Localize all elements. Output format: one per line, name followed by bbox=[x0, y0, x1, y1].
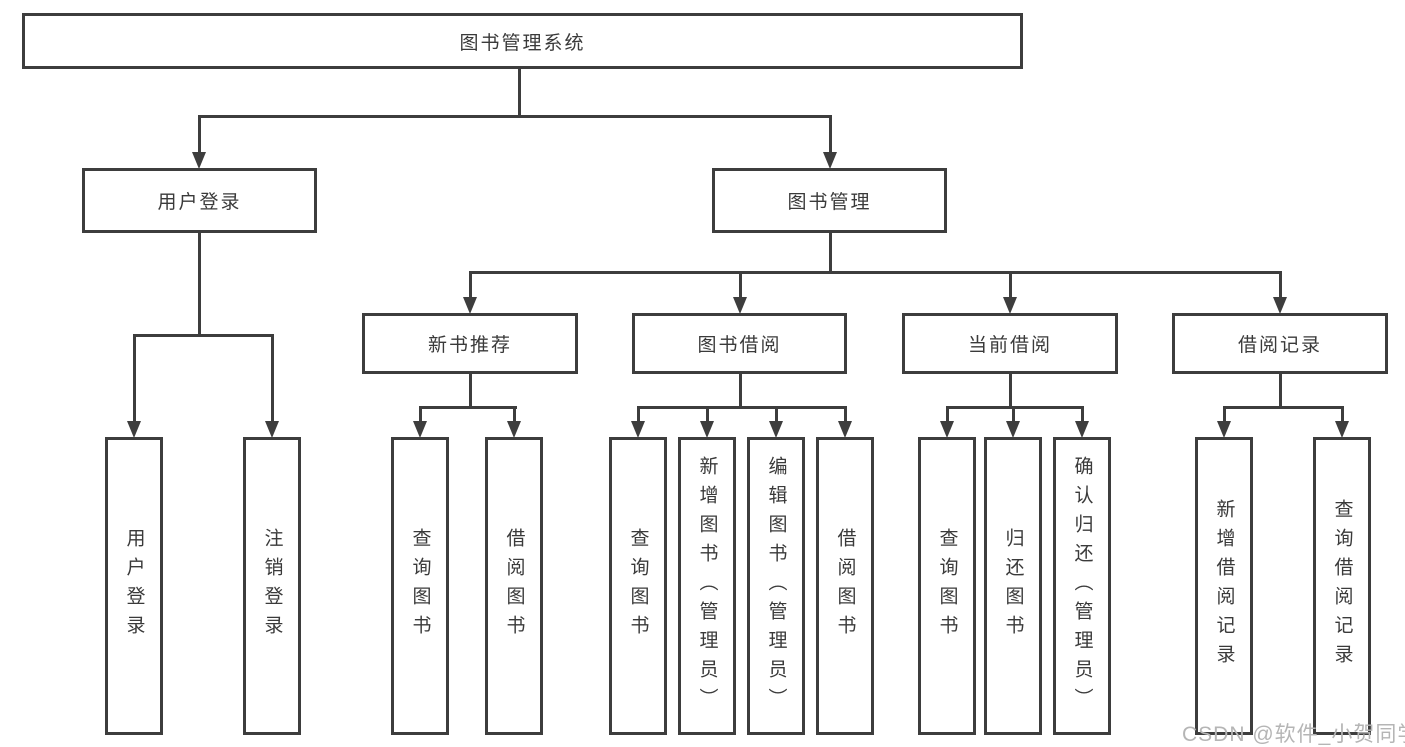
leaf-borrow-book-label: 借阅图书 bbox=[834, 528, 856, 644]
connector-line bbox=[1279, 271, 1282, 301]
connector-line bbox=[1012, 406, 1015, 424]
node-user-login: 用户登录 bbox=[82, 168, 317, 233]
leaf-query-book-label: 查询图书 bbox=[409, 528, 431, 644]
leaf-query-book-label: 查询图书 bbox=[627, 528, 649, 644]
connector-line bbox=[946, 406, 1084, 409]
leaf-borrow-book-label: 借阅图书 bbox=[503, 528, 525, 644]
arrow-down bbox=[127, 421, 141, 438]
csdn-watermark: CSDN @软件_小贺同学 bbox=[1182, 723, 1405, 746]
node-book-borrow: 图书借阅 bbox=[632, 313, 847, 374]
leaf-edit-book-admin-label: 编辑图书（管理员） bbox=[765, 455, 787, 717]
leaf-query-borrow-record-label: 查询借阅记录 bbox=[1331, 499, 1353, 673]
leaf-user-login: 用户登录 bbox=[105, 437, 163, 735]
leaf-add-borrow-record: 新增借阅记录 bbox=[1195, 437, 1253, 735]
arrow-down bbox=[769, 421, 783, 438]
node-borrow-records-label: 借阅记录 bbox=[1237, 335, 1322, 356]
arrow-down bbox=[823, 152, 837, 169]
arrow-down bbox=[463, 297, 477, 314]
connector-line bbox=[198, 115, 832, 118]
leaf-edit-book-admin: 编辑图书（管理员） bbox=[747, 437, 805, 735]
connector-line bbox=[1223, 406, 1344, 409]
node-current-borrow-label: 当前借阅 bbox=[967, 335, 1052, 356]
arrow-down bbox=[507, 421, 521, 438]
node-new-book-rec-label: 新书推荐 bbox=[427, 335, 512, 356]
leaf-add-book-admin-label: 新增图书（管理员） bbox=[696, 455, 718, 717]
leaf-logout-label: 注销登录 bbox=[261, 528, 283, 644]
node-user-login-label: 用户登录 bbox=[157, 192, 242, 213]
arrow-down bbox=[1075, 421, 1089, 438]
connector-line bbox=[844, 406, 847, 424]
leaf-query-book-label: 查询图书 bbox=[936, 528, 958, 644]
node-book-borrow-label: 图书借阅 bbox=[697, 335, 782, 356]
connector-line bbox=[469, 372, 472, 408]
connector-line bbox=[1223, 406, 1226, 424]
arrow-down bbox=[1335, 421, 1349, 438]
arrow-down bbox=[838, 421, 852, 438]
node-new-book-rec: 新书推荐 bbox=[362, 313, 578, 374]
node-book-mgmt: 图书管理 bbox=[712, 168, 947, 233]
leaf-return-book-label: 归还图书 bbox=[1002, 528, 1024, 644]
node-root-label: 图书管理系统 bbox=[459, 32, 586, 54]
connector-line bbox=[1009, 372, 1012, 408]
node-book-mgmt-label: 图书管理 bbox=[787, 192, 872, 213]
connector-line bbox=[518, 67, 521, 118]
leaf-user-login-label: 用户登录 bbox=[123, 528, 145, 644]
connector-line bbox=[1009, 271, 1012, 301]
connector-line bbox=[469, 271, 1282, 274]
leaf-add-book-admin: 新增图书（管理员） bbox=[678, 437, 736, 735]
leaf-logout: 注销登录 bbox=[243, 437, 301, 735]
connector-line bbox=[775, 406, 778, 424]
arrow-down bbox=[265, 421, 279, 438]
leaf-query-book: 查询图书 bbox=[609, 437, 667, 735]
leaf-query-borrow-record: 查询借阅记录 bbox=[1313, 437, 1371, 735]
leaf-add-borrow-record-label: 新增借阅记录 bbox=[1213, 499, 1235, 673]
connector-line bbox=[637, 406, 640, 424]
leaf-confirm-return-admin-label: 确认归还（管理员） bbox=[1071, 455, 1093, 717]
connector-line bbox=[271, 334, 274, 424]
connector-line bbox=[133, 334, 136, 424]
leaf-borrow-book: 借阅图书 bbox=[816, 437, 874, 735]
connector-line bbox=[946, 406, 949, 424]
node-root: 图书管理系统 bbox=[22, 13, 1023, 69]
connector-line bbox=[829, 231, 832, 274]
connector-line bbox=[706, 406, 709, 424]
connector-line bbox=[198, 231, 201, 336]
arrow-down bbox=[733, 297, 747, 314]
leaf-borrow-book: 借阅图书 bbox=[485, 437, 543, 735]
connector-line bbox=[469, 271, 472, 301]
connector-line bbox=[637, 406, 847, 409]
arrow-down bbox=[1273, 297, 1287, 314]
arrow-down bbox=[1006, 421, 1020, 438]
leaf-return-book: 归还图书 bbox=[984, 437, 1042, 735]
arrow-down bbox=[1217, 421, 1231, 438]
arrow-down bbox=[413, 421, 427, 438]
connector-line bbox=[1341, 406, 1344, 424]
node-borrow-records: 借阅记录 bbox=[1172, 313, 1388, 374]
connector-line bbox=[1081, 406, 1084, 424]
arrow-down bbox=[940, 421, 954, 438]
leaf-query-book: 查询图书 bbox=[391, 437, 449, 735]
arrow-down bbox=[192, 152, 206, 169]
connector-line bbox=[1279, 372, 1282, 408]
leaf-confirm-return-admin: 确认归还（管理员） bbox=[1053, 437, 1111, 735]
arrow-down bbox=[631, 421, 645, 438]
connector-line bbox=[419, 406, 517, 409]
connector-line bbox=[739, 271, 742, 301]
connector-line bbox=[513, 406, 516, 424]
arrow-down bbox=[700, 421, 714, 438]
connector-line bbox=[829, 115, 832, 154]
node-current-borrow: 当前借阅 bbox=[902, 313, 1118, 374]
connector-line bbox=[419, 406, 422, 424]
connector-line bbox=[198, 115, 201, 154]
connector-line bbox=[133, 334, 274, 337]
connector-line bbox=[739, 372, 742, 408]
leaf-query-book: 查询图书 bbox=[918, 437, 976, 735]
arrow-down bbox=[1003, 297, 1017, 314]
